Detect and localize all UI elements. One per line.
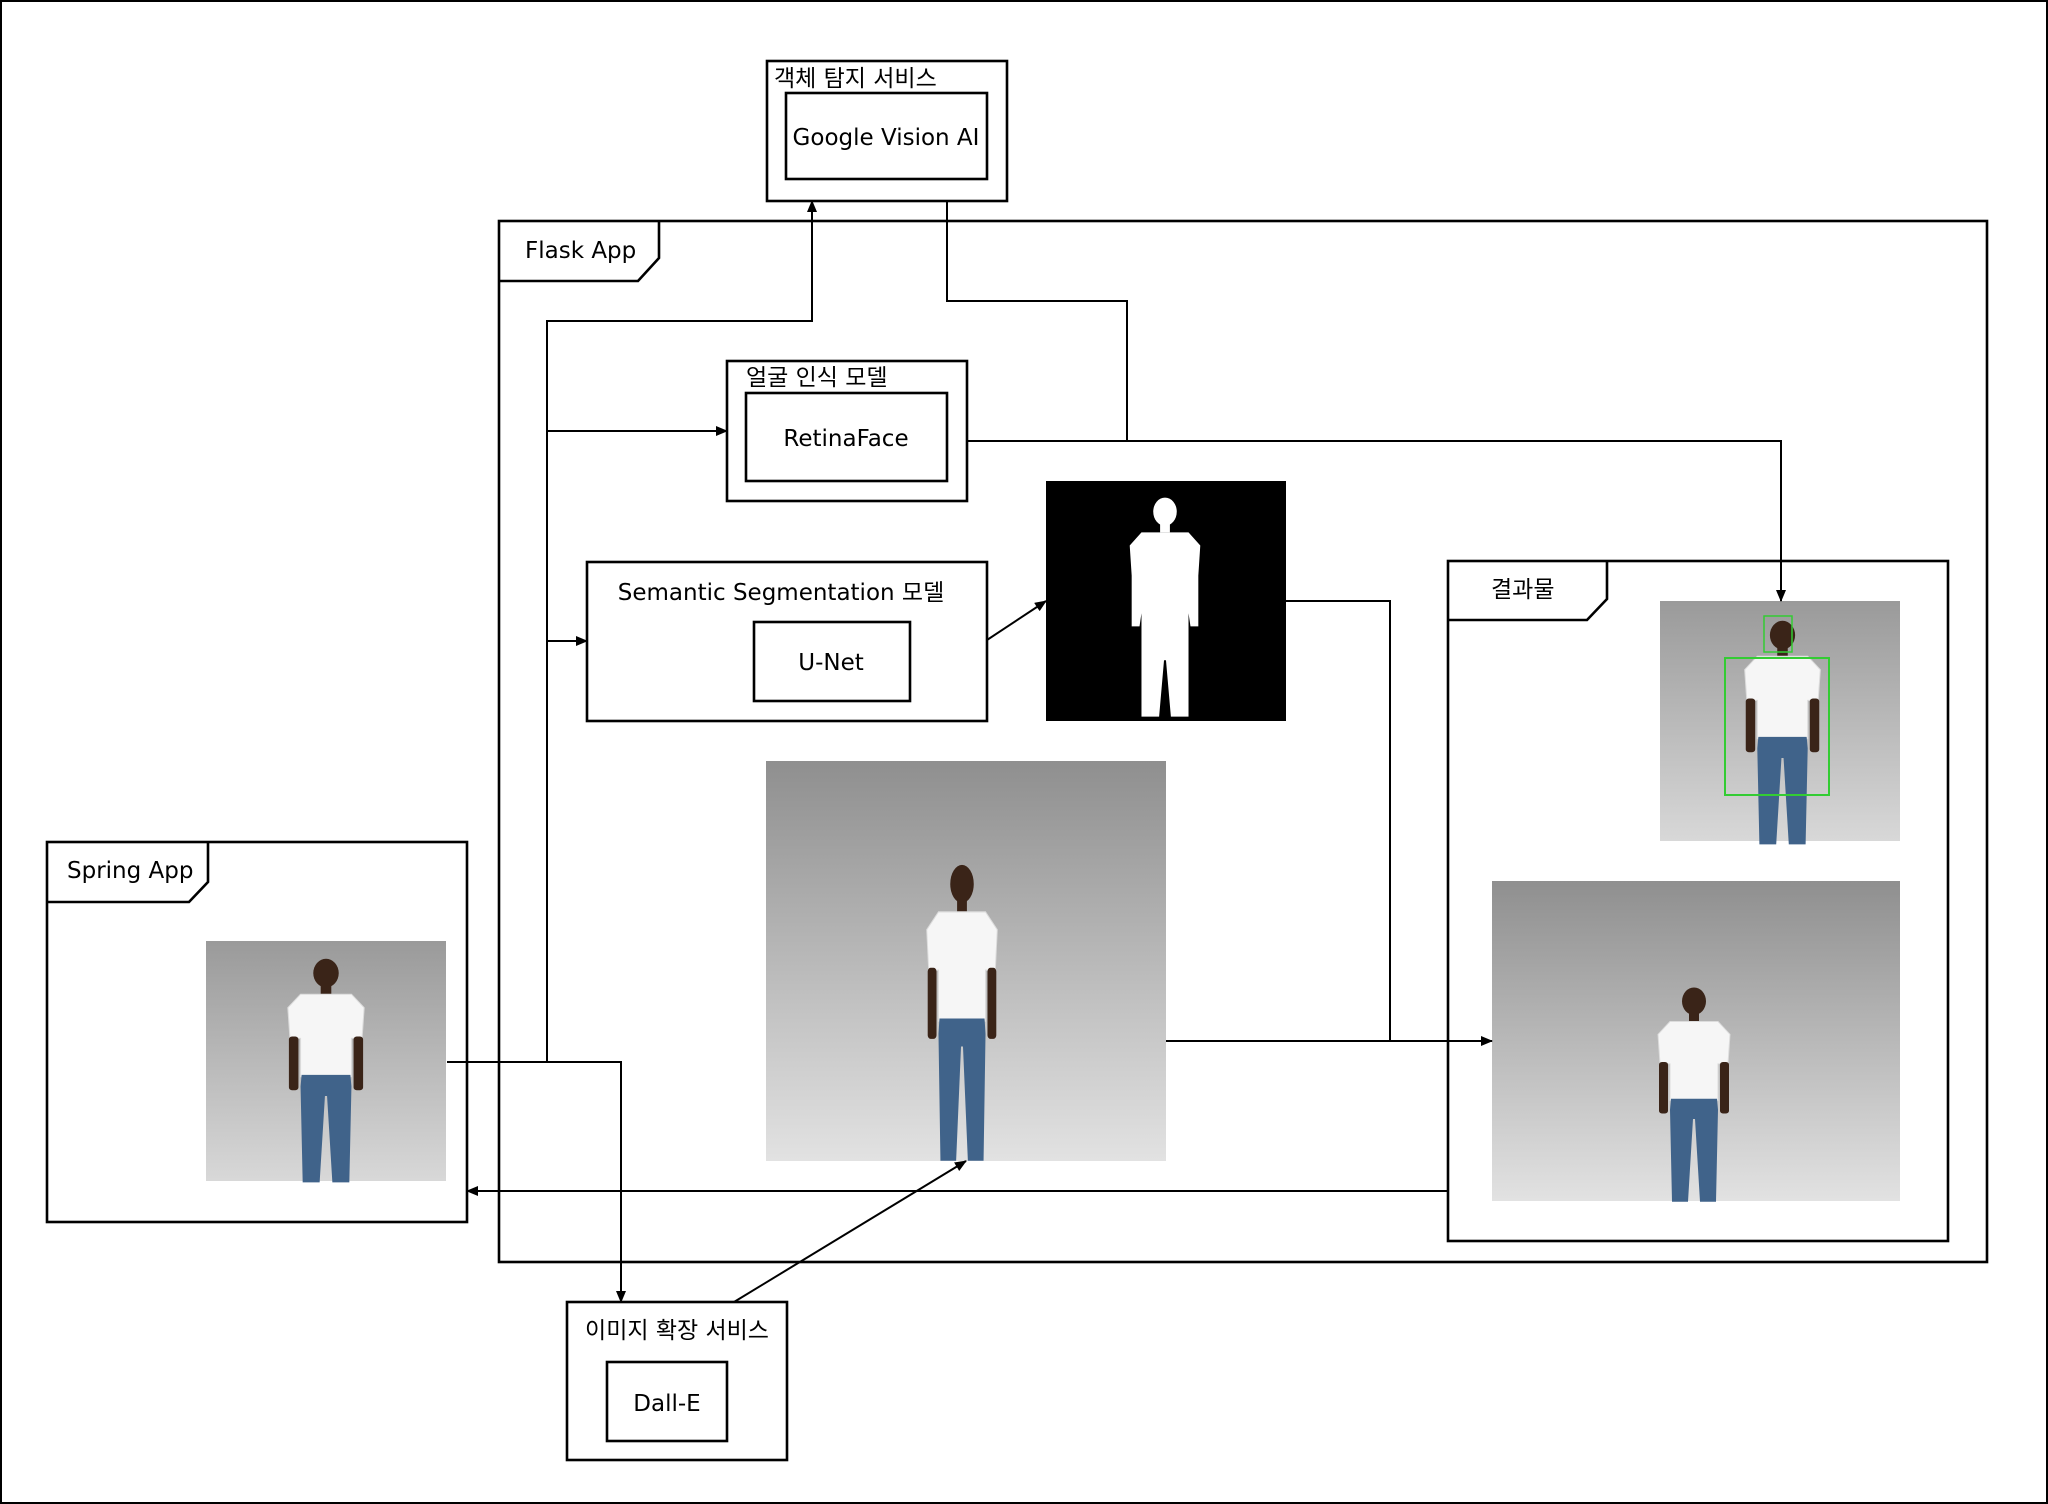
expanded-image <box>766 761 1166 1162</box>
result-tab <box>1448 561 1609 622</box>
connector-mask-to-merge <box>1286 600 1391 1041</box>
connector-vision-down <box>946 201 1128 441</box>
object-detection-service-box <box>765 59 1009 203</box>
retinaface-label: RetinaFace <box>783 426 908 452</box>
image-expansion-service-box <box>565 1300 789 1462</box>
face-box-icon <box>1763 615 1793 653</box>
connector-to-vision <box>546 200 817 1062</box>
unet-component-box <box>752 620 912 703</box>
bounding-box-icon <box>1724 657 1830 796</box>
retinaface-component-box <box>744 391 949 483</box>
result-frame: 결과물 <box>1446 559 1950 1243</box>
spring-app-frame: Spring App <box>45 840 469 1224</box>
result-final-image <box>1492 881 1900 1203</box>
connector-to-dalle <box>547 1061 626 1303</box>
object-detection-service-title: 객체 탐지 서비스 <box>774 66 937 92</box>
result-title: 결과물 <box>1491 577 1554 603</box>
flask-app-frame: Flask App <box>497 219 1989 1264</box>
face-recognition-model-title: 얼굴 인식 모델 <box>746 365 888 391</box>
object-detection-service: 객체 탐지 서비스 Google Vision AI <box>765 59 1009 203</box>
google-vision-component-box <box>784 91 989 181</box>
segmentation-model: Semantic Segmentation 모델 U-Net <box>585 560 989 723</box>
flask-app-box <box>497 219 1989 1264</box>
image-expansion-service-title: 이미지 확장 서비스 <box>585 1318 769 1344</box>
result-box <box>1446 559 1950 1243</box>
connector-face-to-result <box>967 440 1786 602</box>
face-recognition-model: 얼굴 인식 모델 RetinaFace <box>725 359 969 503</box>
flask-app-title: Flask App <box>525 238 636 264</box>
spring-app-tab <box>47 842 210 904</box>
spring-app-box <box>45 840 469 1224</box>
spring-app-title: Spring App <box>67 858 193 884</box>
google-vision-label: Google Vision AI <box>793 125 980 151</box>
segmentation-model-title: Semantic Segmentation 모델 <box>618 580 944 606</box>
connector-segmentation-to-mask <box>986 600 1047 641</box>
result-detection-image <box>1660 601 1900 845</box>
dalle-component-box <box>605 1360 729 1443</box>
flask-app-tab <box>499 221 661 283</box>
connector-dalle-to-expanded <box>733 1160 967 1303</box>
dalle-label: Dall-E <box>633 1391 700 1417</box>
connectors <box>447 200 1786 1303</box>
input-image <box>206 941 446 1183</box>
image-expansion-service: 이미지 확장 서비스 Dall-E <box>565 1300 789 1462</box>
unet-label: U-Net <box>798 650 864 676</box>
segmentation-mask-image <box>1046 481 1286 721</box>
